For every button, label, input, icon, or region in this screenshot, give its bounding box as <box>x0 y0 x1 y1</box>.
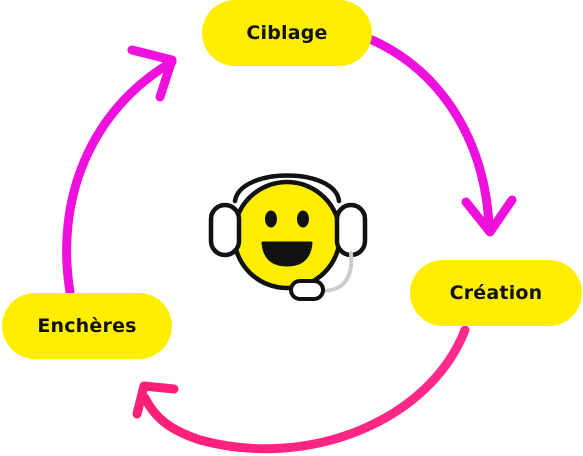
step-encheres-label: Enchères <box>37 315 137 337</box>
arrowhead-encheres <box>132 381 179 419</box>
headset-support-smiley-icon <box>208 173 368 301</box>
arrow-encheres-to-ciblage <box>62 57 177 297</box>
step-encheres: Enchères <box>2 293 172 359</box>
arrow-ciblage-to-creation <box>367 35 494 231</box>
step-creation-label: Création <box>449 282 543 304</box>
step-ciblage: Ciblage <box>202 0 372 66</box>
arrow-creation-to-encheres <box>140 325 470 454</box>
step-creation: Création <box>410 260 582 326</box>
arrowhead-ciblage <box>127 45 177 102</box>
step-ciblage-label: Ciblage <box>246 22 328 44</box>
arrowhead-creation <box>461 195 517 237</box>
